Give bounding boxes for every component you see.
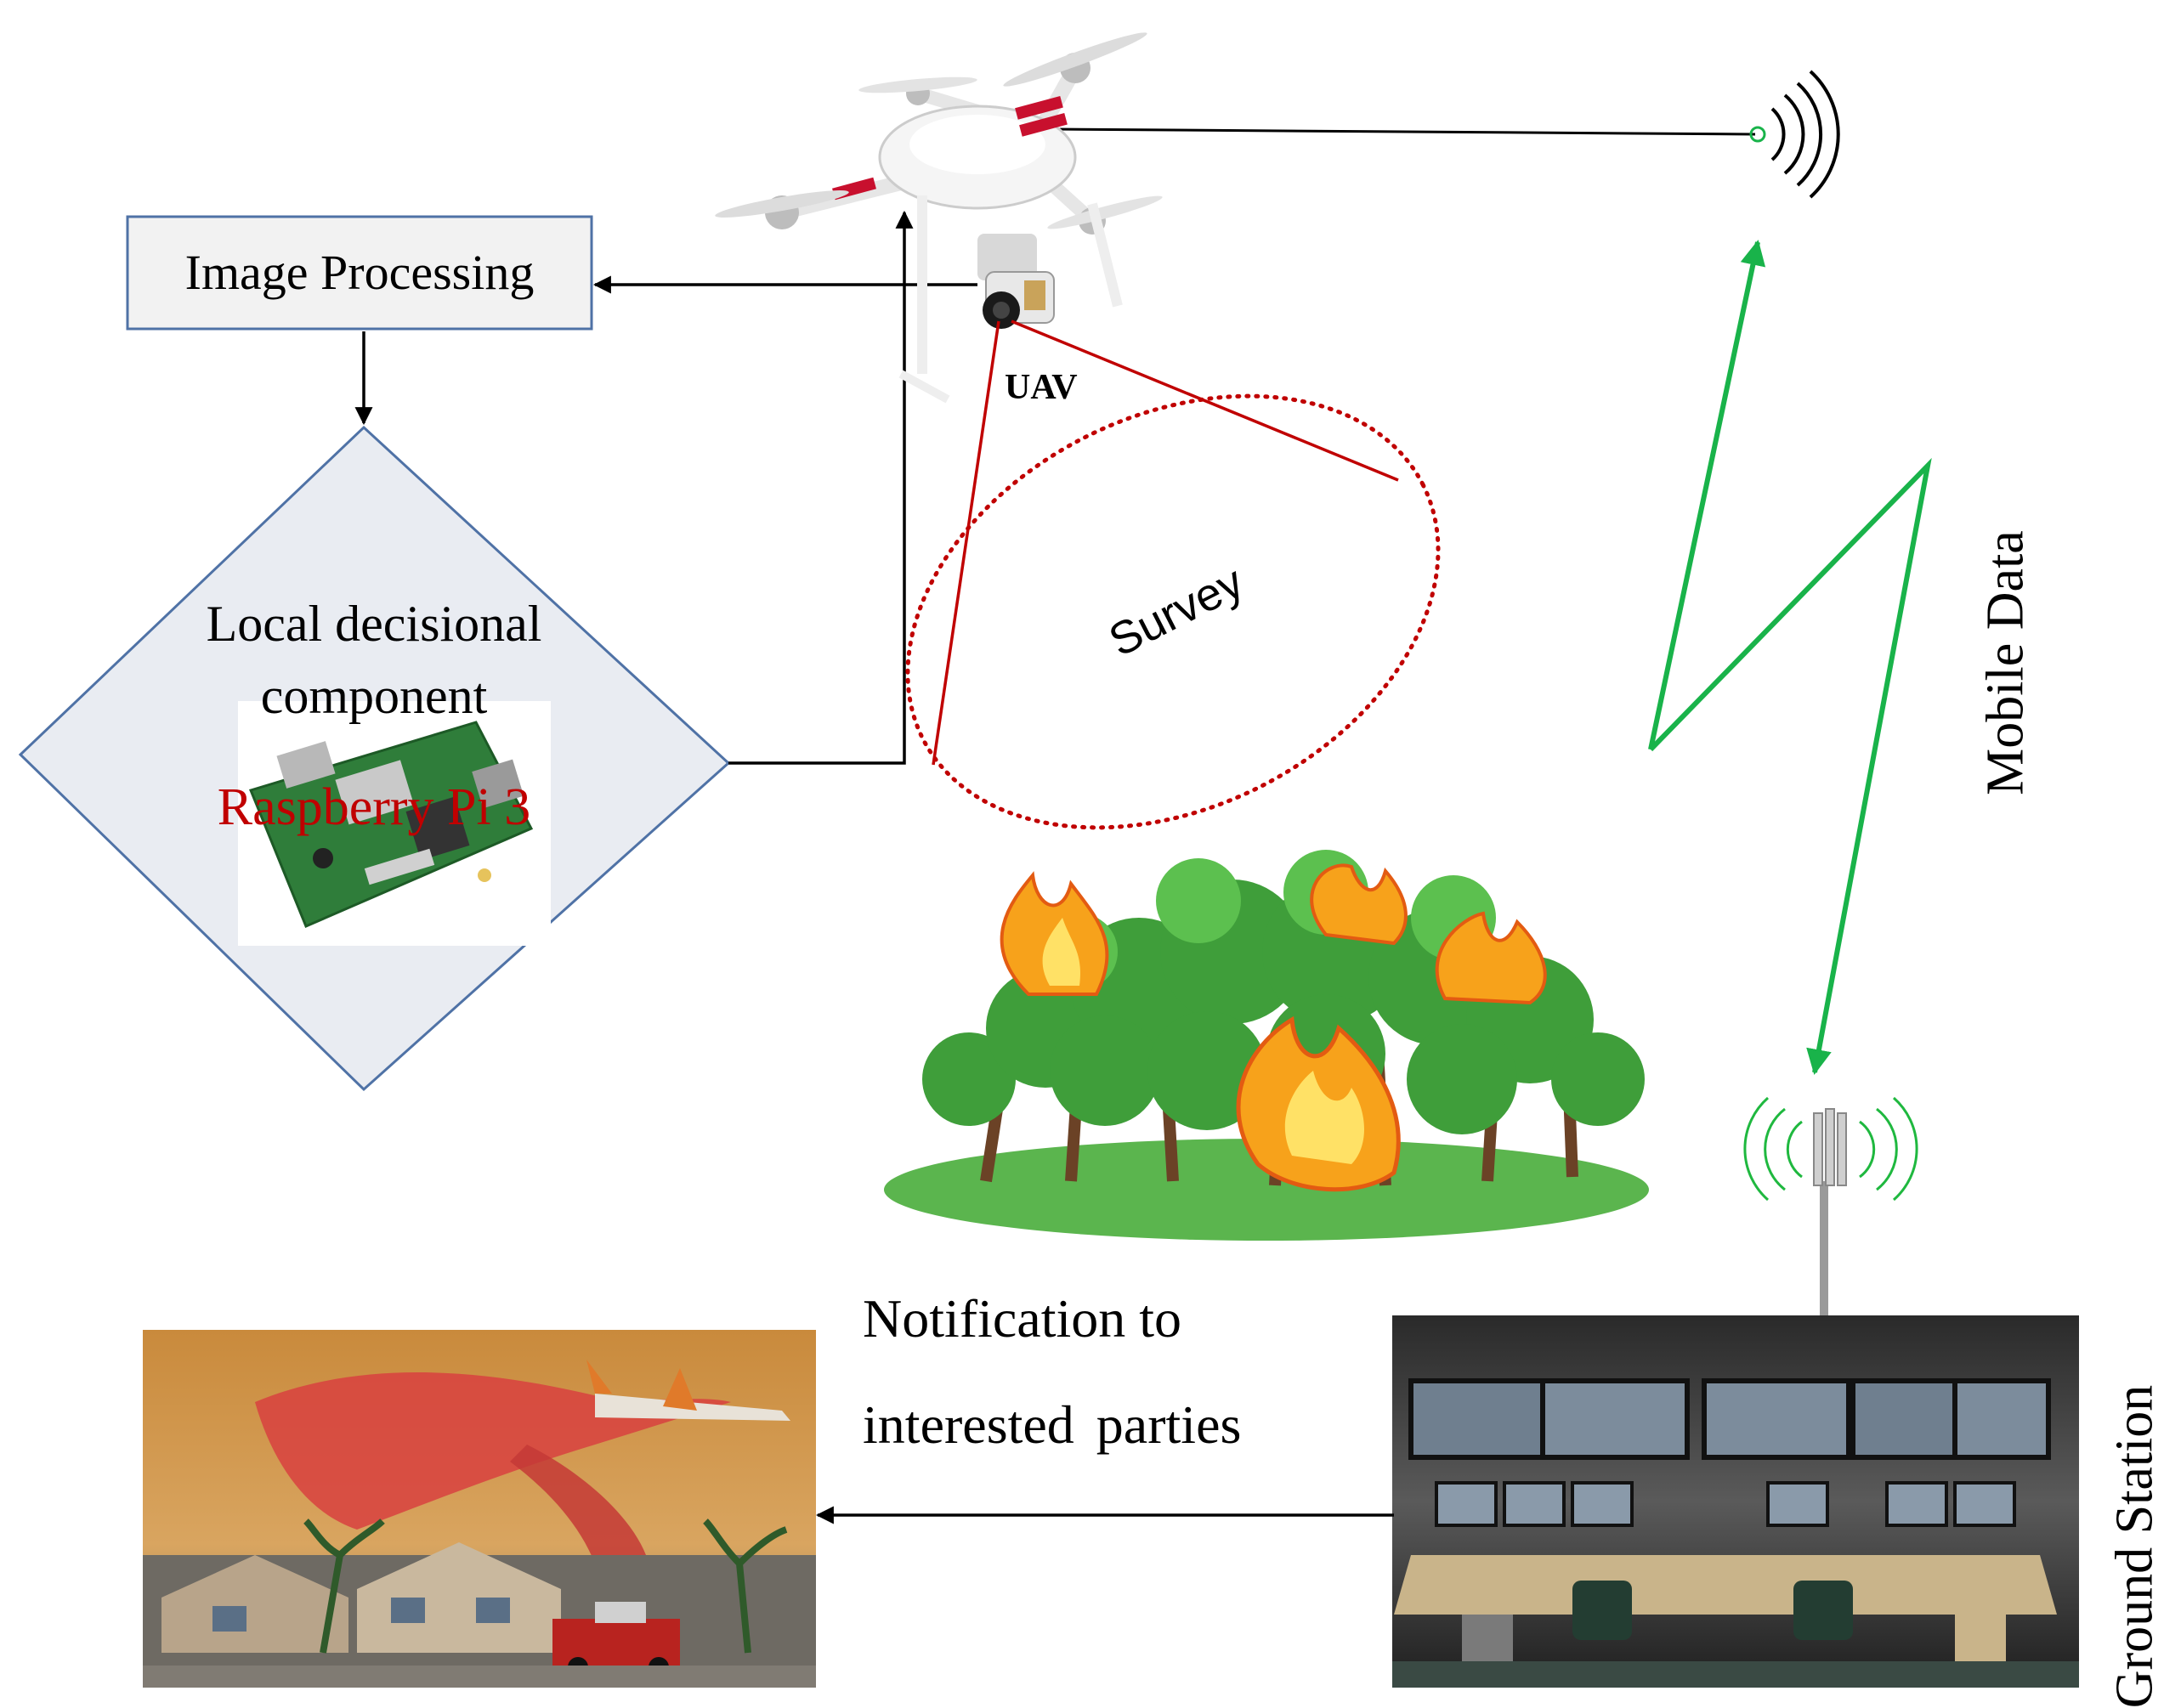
image-processing-label: Image Processing	[127, 217, 592, 329]
drone-icon	[714, 27, 1755, 399]
notification-label-line2: interested parties	[863, 1394, 1241, 1456]
forest-fire-icon	[884, 850, 1649, 1241]
cell-tower-icon	[1745, 1098, 1917, 1317]
raspberry-pi-label: Raspberry Pi 3	[153, 778, 595, 838]
mobile-data-label: Mobile Data	[1976, 530, 2037, 795]
arrow-decision-to-drone	[728, 212, 904, 763]
local-decision-label-line2: component	[153, 667, 595, 726]
mobile-data-link	[1651, 242, 1758, 749]
firefighting-aircraft-image	[143, 1330, 816, 1688]
ground-station-label: Ground Station	[2105, 1385, 2164, 1708]
wifi-signal-icon	[1751, 71, 1838, 197]
control-room-image	[1392, 1315, 2079, 1688]
notification-label-line1: Notification to	[863, 1287, 1181, 1350]
survey-cone-left	[933, 321, 999, 765]
local-decision-label-line1: Local decisional	[153, 595, 595, 653]
uav-label: UAV	[1005, 367, 1078, 408]
